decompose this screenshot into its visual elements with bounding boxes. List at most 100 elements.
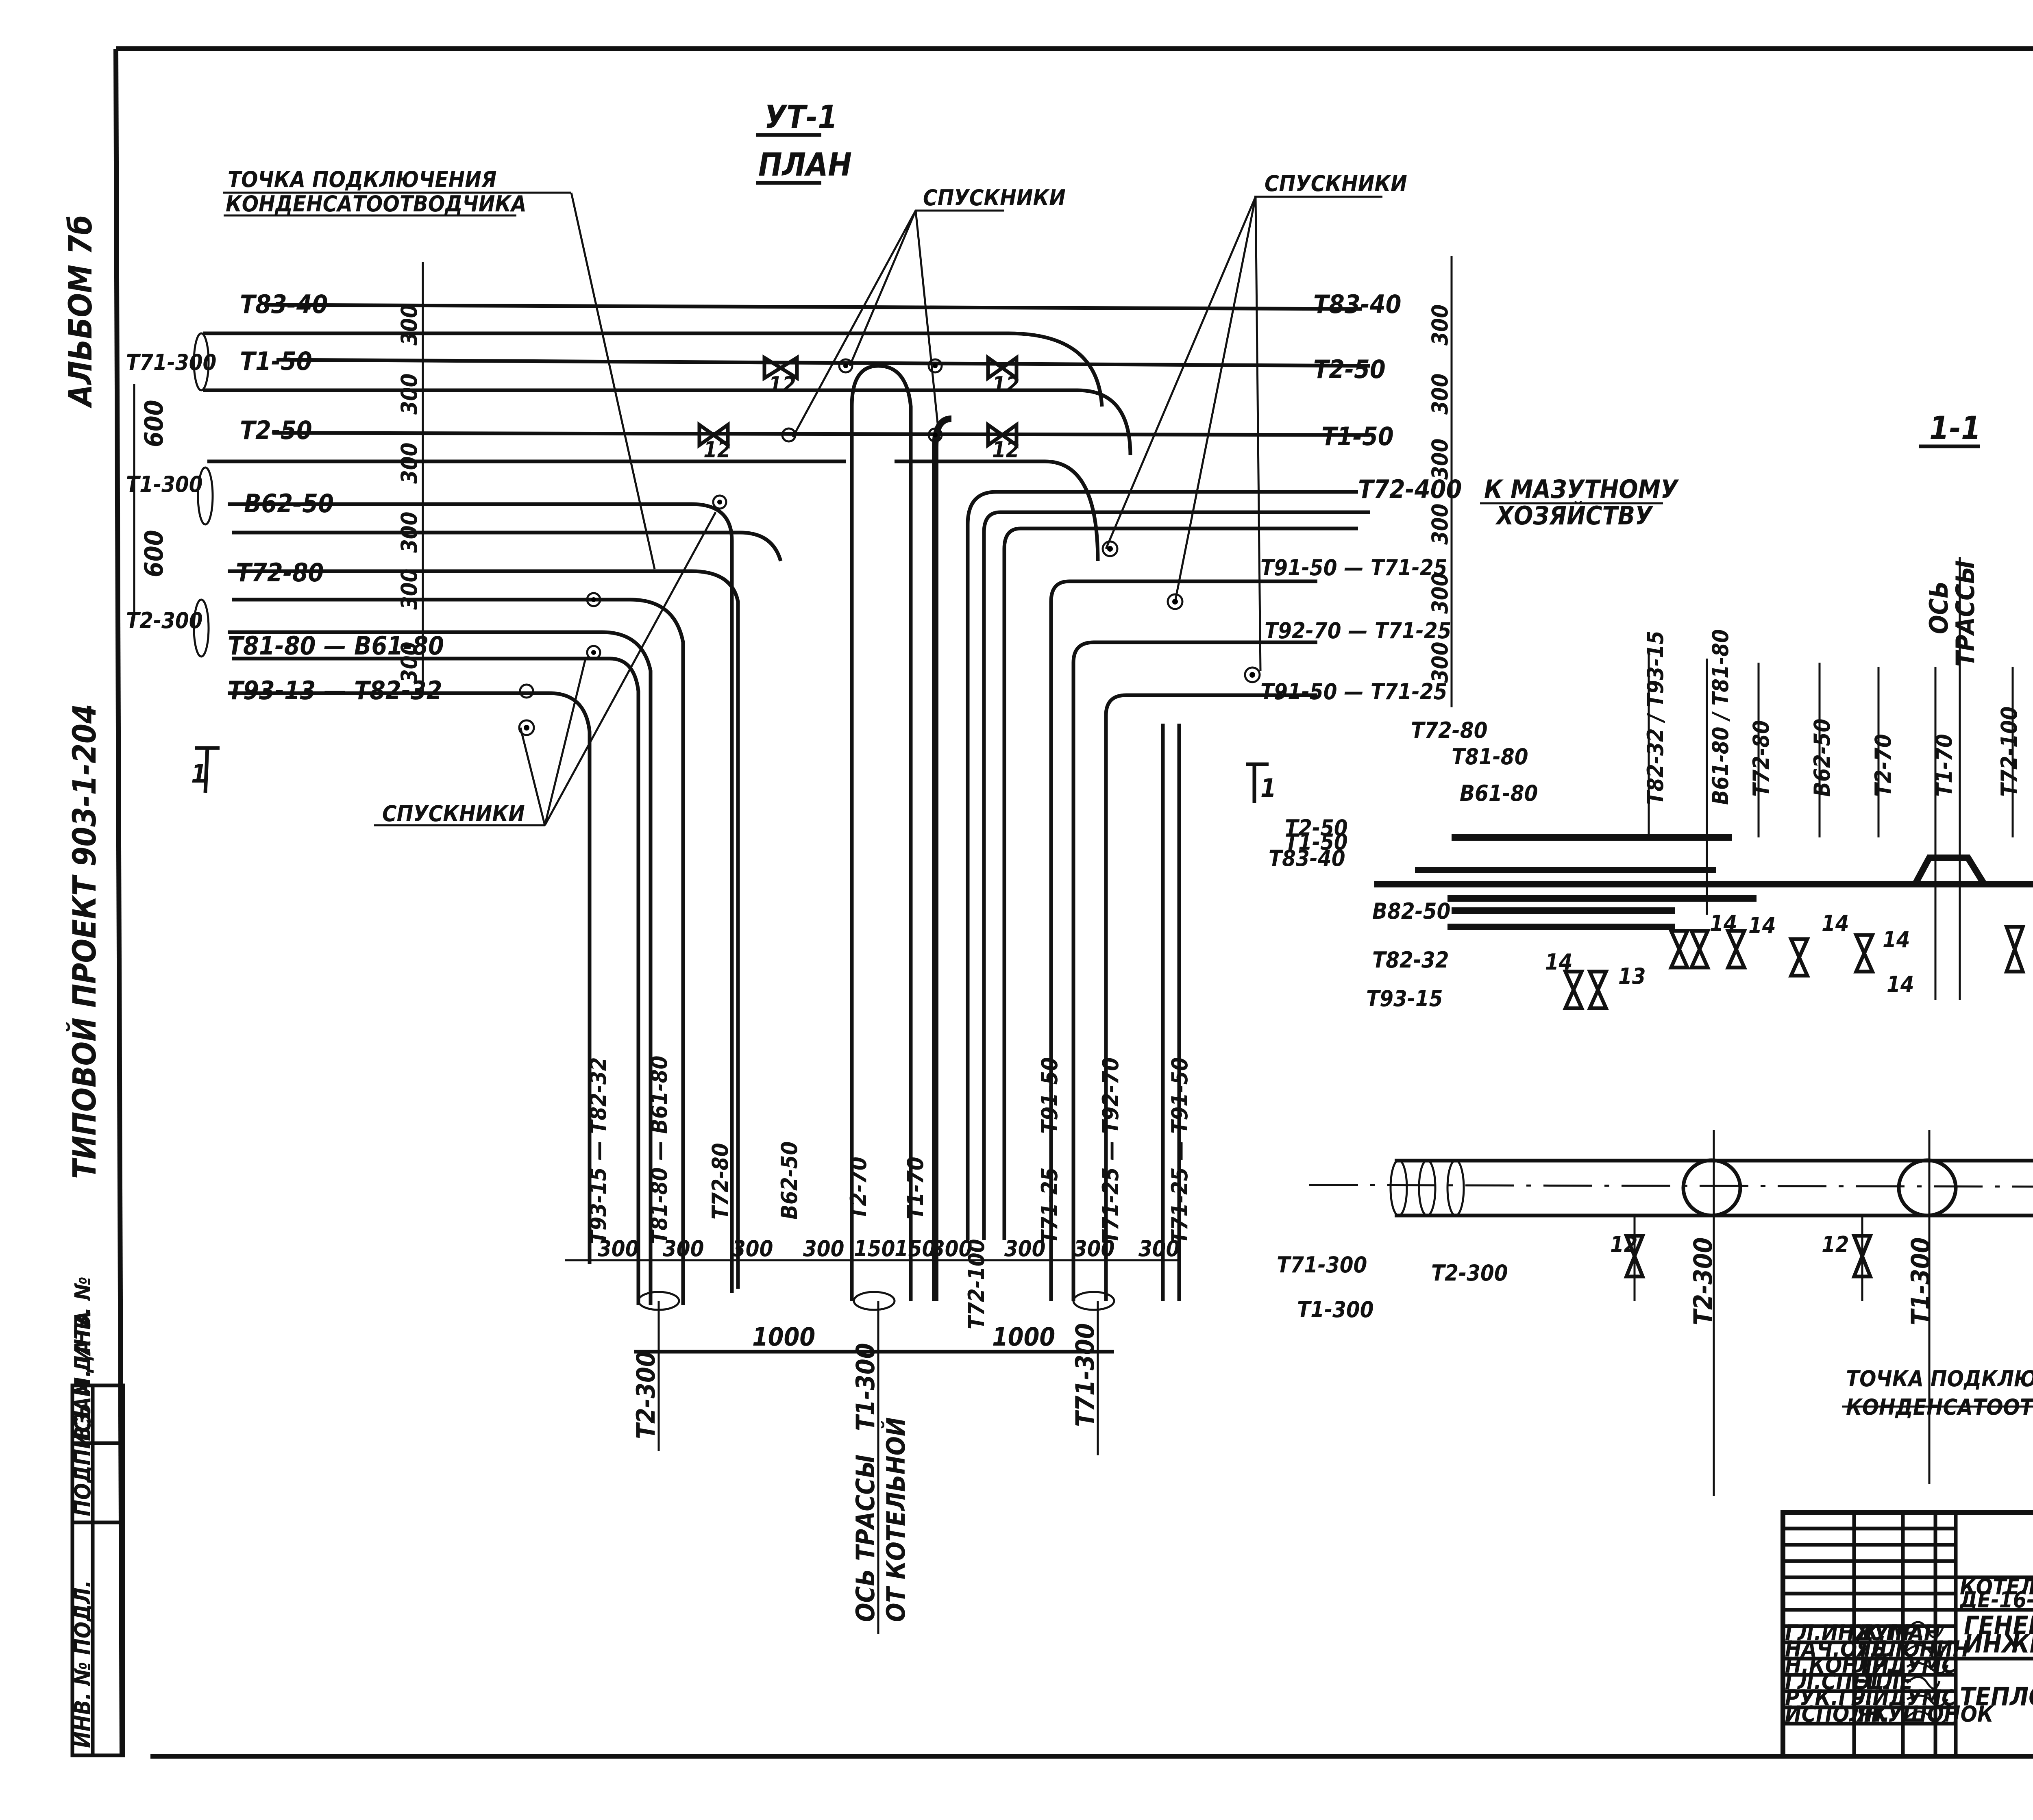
svg-text:13: 13 [1618, 963, 1646, 989]
svg-text:ГЛ.СПЕЦ.: ГЛ.СПЕЦ. [1785, 1669, 1892, 1694]
svg-text:В62-50: В62-50 [777, 1142, 802, 1220]
pipe-label: Т1-50 [240, 346, 312, 376]
svg-text:300: 300 [598, 1236, 639, 1261]
dim-1000: 1000 [752, 1322, 815, 1352]
section-mark-icon: 1 [191, 746, 220, 793]
pipe-label: Т72-100 [964, 1239, 989, 1329]
project-line-1: КОТЕЛЬНАЯ С ТРЕМЯ КОТЛАМИ КВ-ГМ-10 И ТРЕ… [1960, 1574, 2033, 1600]
drawing-title-2: ТЕПЛОМАЗУТОПРОВОДОВ УТ-1 [1960, 1682, 2033, 1711]
pipe-label: Т83-40 [1313, 289, 1401, 319]
pipe-label: Т72-80 [236, 558, 324, 587]
svg-text:150: 150 [895, 1236, 936, 1261]
dim-300: 300 [396, 443, 422, 484]
pipe-label: Т83-40 [240, 289, 328, 319]
dim-300: 300 [1427, 642, 1453, 683]
pipe-label: Т2-300 [1688, 1237, 1718, 1325]
svg-text:Т72-80: Т72-80 [1748, 720, 1774, 797]
valve-tag: 12 [768, 372, 796, 398]
svg-text:ИСПОЛН.: ИСПОЛН. [1785, 1701, 1890, 1727]
pipe-label: Т71-300 [1277, 1252, 1367, 1278]
plan-subtitle: ПЛАН [758, 147, 852, 183]
svg-text:В61-80: В61-80 [1460, 781, 1538, 806]
pipe-label: Т1-300 [1906, 1237, 1935, 1325]
pipe-label: Т91-50 — Т71-25 [1260, 555, 1447, 581]
project-label: ТИПОВОЙ ПРОЕКТ 903-1-204 [66, 704, 103, 1179]
drain-icon [518, 358, 1261, 736]
svg-text:14: 14 [1710, 911, 1737, 936]
svg-text:Т81-80: Т81-80 [1452, 744, 1528, 770]
to-fuel-label: ХОЗЯЙСТВУ [1495, 501, 1654, 531]
sheet-frame [113, 46, 2033, 1759]
svg-text:НАЧ.ОТД.: НАЧ.ОТД. [1785, 1636, 1896, 1662]
svg-text:ЭГЛЕ: ЭГЛЕ [1856, 1669, 1913, 1694]
pipe-label: Т91-50 — Т71-25 [1260, 679, 1447, 705]
svg-text:В62-50: В62-50 [1809, 719, 1835, 797]
svg-text:14: 14 [1748, 913, 1776, 938]
svg-text:ДУМАН: ДУМАН [1855, 1620, 1940, 1646]
svg-text:14: 14 [1545, 949, 1573, 975]
svg-text:ГЛ.ИНЖ.ПР.: ГЛ.ИНЖ.ПР. [1785, 1620, 1925, 1646]
pipe-label: В62-50 [244, 489, 334, 518]
callout-connection-2: КОНДЕНСАТООТВОДЧИКА [1846, 1394, 2033, 1420]
svg-text:Т72-80: Т72-80 [1411, 718, 1488, 743]
svg-text:Т71-25 — Т91-50: Т71-25 — Т91-50 [1167, 1057, 1193, 1244]
svg-text:Н.КОНТР.: Н.КОНТР. [1785, 1653, 1894, 1678]
dim-600: 600 [139, 530, 169, 577]
axis-label: ТРАССЫ [1950, 560, 1980, 667]
valve-tags: 14 13 14 14 14 14 14 14 14 14 14 14 14 1… [1545, 911, 1914, 997]
valve-tag: 12 [703, 437, 731, 463]
left-spacing-dims: 300 300 300 300 300 300 [396, 304, 422, 683]
svg-text:Т81-80 — В61-80: Т81-80 — В61-80 [646, 1056, 672, 1244]
dim-300: 300 [1427, 439, 1453, 480]
svg-text:300: 300 [732, 1236, 773, 1261]
stamp-sign: ПОДПИСЬ И ДАТА [70, 1311, 96, 1516]
elevation-view: 12 12 Т71-300 Т1-300 Т2-300 Т2-300 Т1-30… [1277, 1130, 2033, 1496]
axis-label: ОСЬ ТРАССЫ [851, 1455, 880, 1622]
project-line-2: ДЕ-16-14ГМ. ЗАКРЫТАЯ СИСТЕМА ТЕПЛОСНАБЖЕ… [1959, 1587, 2033, 1613]
svg-text:Т72-80: Т72-80 [707, 1143, 733, 1220]
pipe-label: Т2-300 [1431, 1260, 1508, 1286]
dim-600: 600 [139, 400, 169, 447]
dim-300: 300 [1427, 304, 1453, 346]
svg-text:Т2-50: Т2-50 [1285, 815, 1348, 841]
svg-text:Т71-25 — Т91-50: Т71-25 — Т91-50 [1037, 1057, 1062, 1244]
main-pipe-label: Т1-300 [126, 472, 203, 497]
signature-rows: ГЛ.ИНЖ.ПР. ДУМАН НАЧ.ОТД. ЯБЛОНИН Н.КОНТ… [1785, 1620, 1994, 1727]
dim-300: 300 [396, 304, 422, 346]
svg-text:300: 300 [1138, 1236, 1180, 1261]
stamp-inv: ИНВ. № ПОДЛ. [70, 1580, 96, 1748]
title-block: ПРИВЯЗАН ИНВ. N ТП 903-1-204-ТС КОТЕЛЬНА… [1781, 1510, 2033, 1759]
sheet-title-1: ГЕНЕРАЛЬНЫЙ ПЛАН [1964, 1611, 2033, 1640]
valve-tag: 12 [1822, 1232, 1849, 1257]
pipe-label: Т2-300 [631, 1351, 661, 1439]
signature-scribbles-icon [1906, 1621, 1949, 1724]
axis-label: ОСЬ [1924, 581, 1954, 634]
svg-text:РУК.ГР.: РУК.ГР. [1785, 1685, 1873, 1711]
svg-text:1: 1 [191, 759, 207, 789]
svg-text:Т2-70: Т2-70 [846, 1157, 871, 1220]
pipe-label: Т81-80 — В61-80 [228, 631, 444, 661]
pipe-label: Т1-300 [1297, 1297, 1374, 1322]
section-mark-icon: 1 [1246, 762, 1276, 803]
drop-valve-icon [1563, 925, 2026, 1010]
svg-text:14: 14 [1883, 927, 1910, 952]
svg-text:В61-80 / Т81-80: В61-80 / Т81-80 [1708, 629, 1733, 805]
svg-text:ЯКУШОНОК: ЯКУШОНОК [1856, 1701, 1994, 1727]
stamp-replace: ВЗАМ. ИНВ. № [70, 1276, 96, 1441]
pipe-label: Т72-400 [1358, 474, 1462, 504]
svg-text:Т93-15 — Т82-32: Т93-15 — Т82-32 [586, 1057, 611, 1244]
dim-300: 300 [396, 512, 422, 553]
svg-text:1: 1 [1260, 773, 1276, 803]
svg-text:150: 150 [854, 1236, 895, 1261]
svg-text:Т82-32: Т82-32 [1372, 947, 1449, 973]
callout-connection-1: ТОЧКА ПОДКЛЮЧЕНИЯ [1846, 1366, 2033, 1392]
callout-drains-2: СПУСКНИКИ [1265, 171, 1407, 196]
callout-drains-1: СПУСКНИКИ [923, 185, 1066, 211]
svg-text:300: 300 [663, 1236, 704, 1261]
bottom-pipe-labels: Т93-15 — Т82-32 Т81-80 — В61-80 Т72-80 В… [586, 1056, 1193, 1244]
main-pipe-label: Т71-300 [126, 350, 216, 375]
plan-title: УТ-1 [764, 99, 838, 136]
dim-300: 300 [396, 569, 422, 610]
section-title: 1-1 [1929, 410, 1981, 447]
